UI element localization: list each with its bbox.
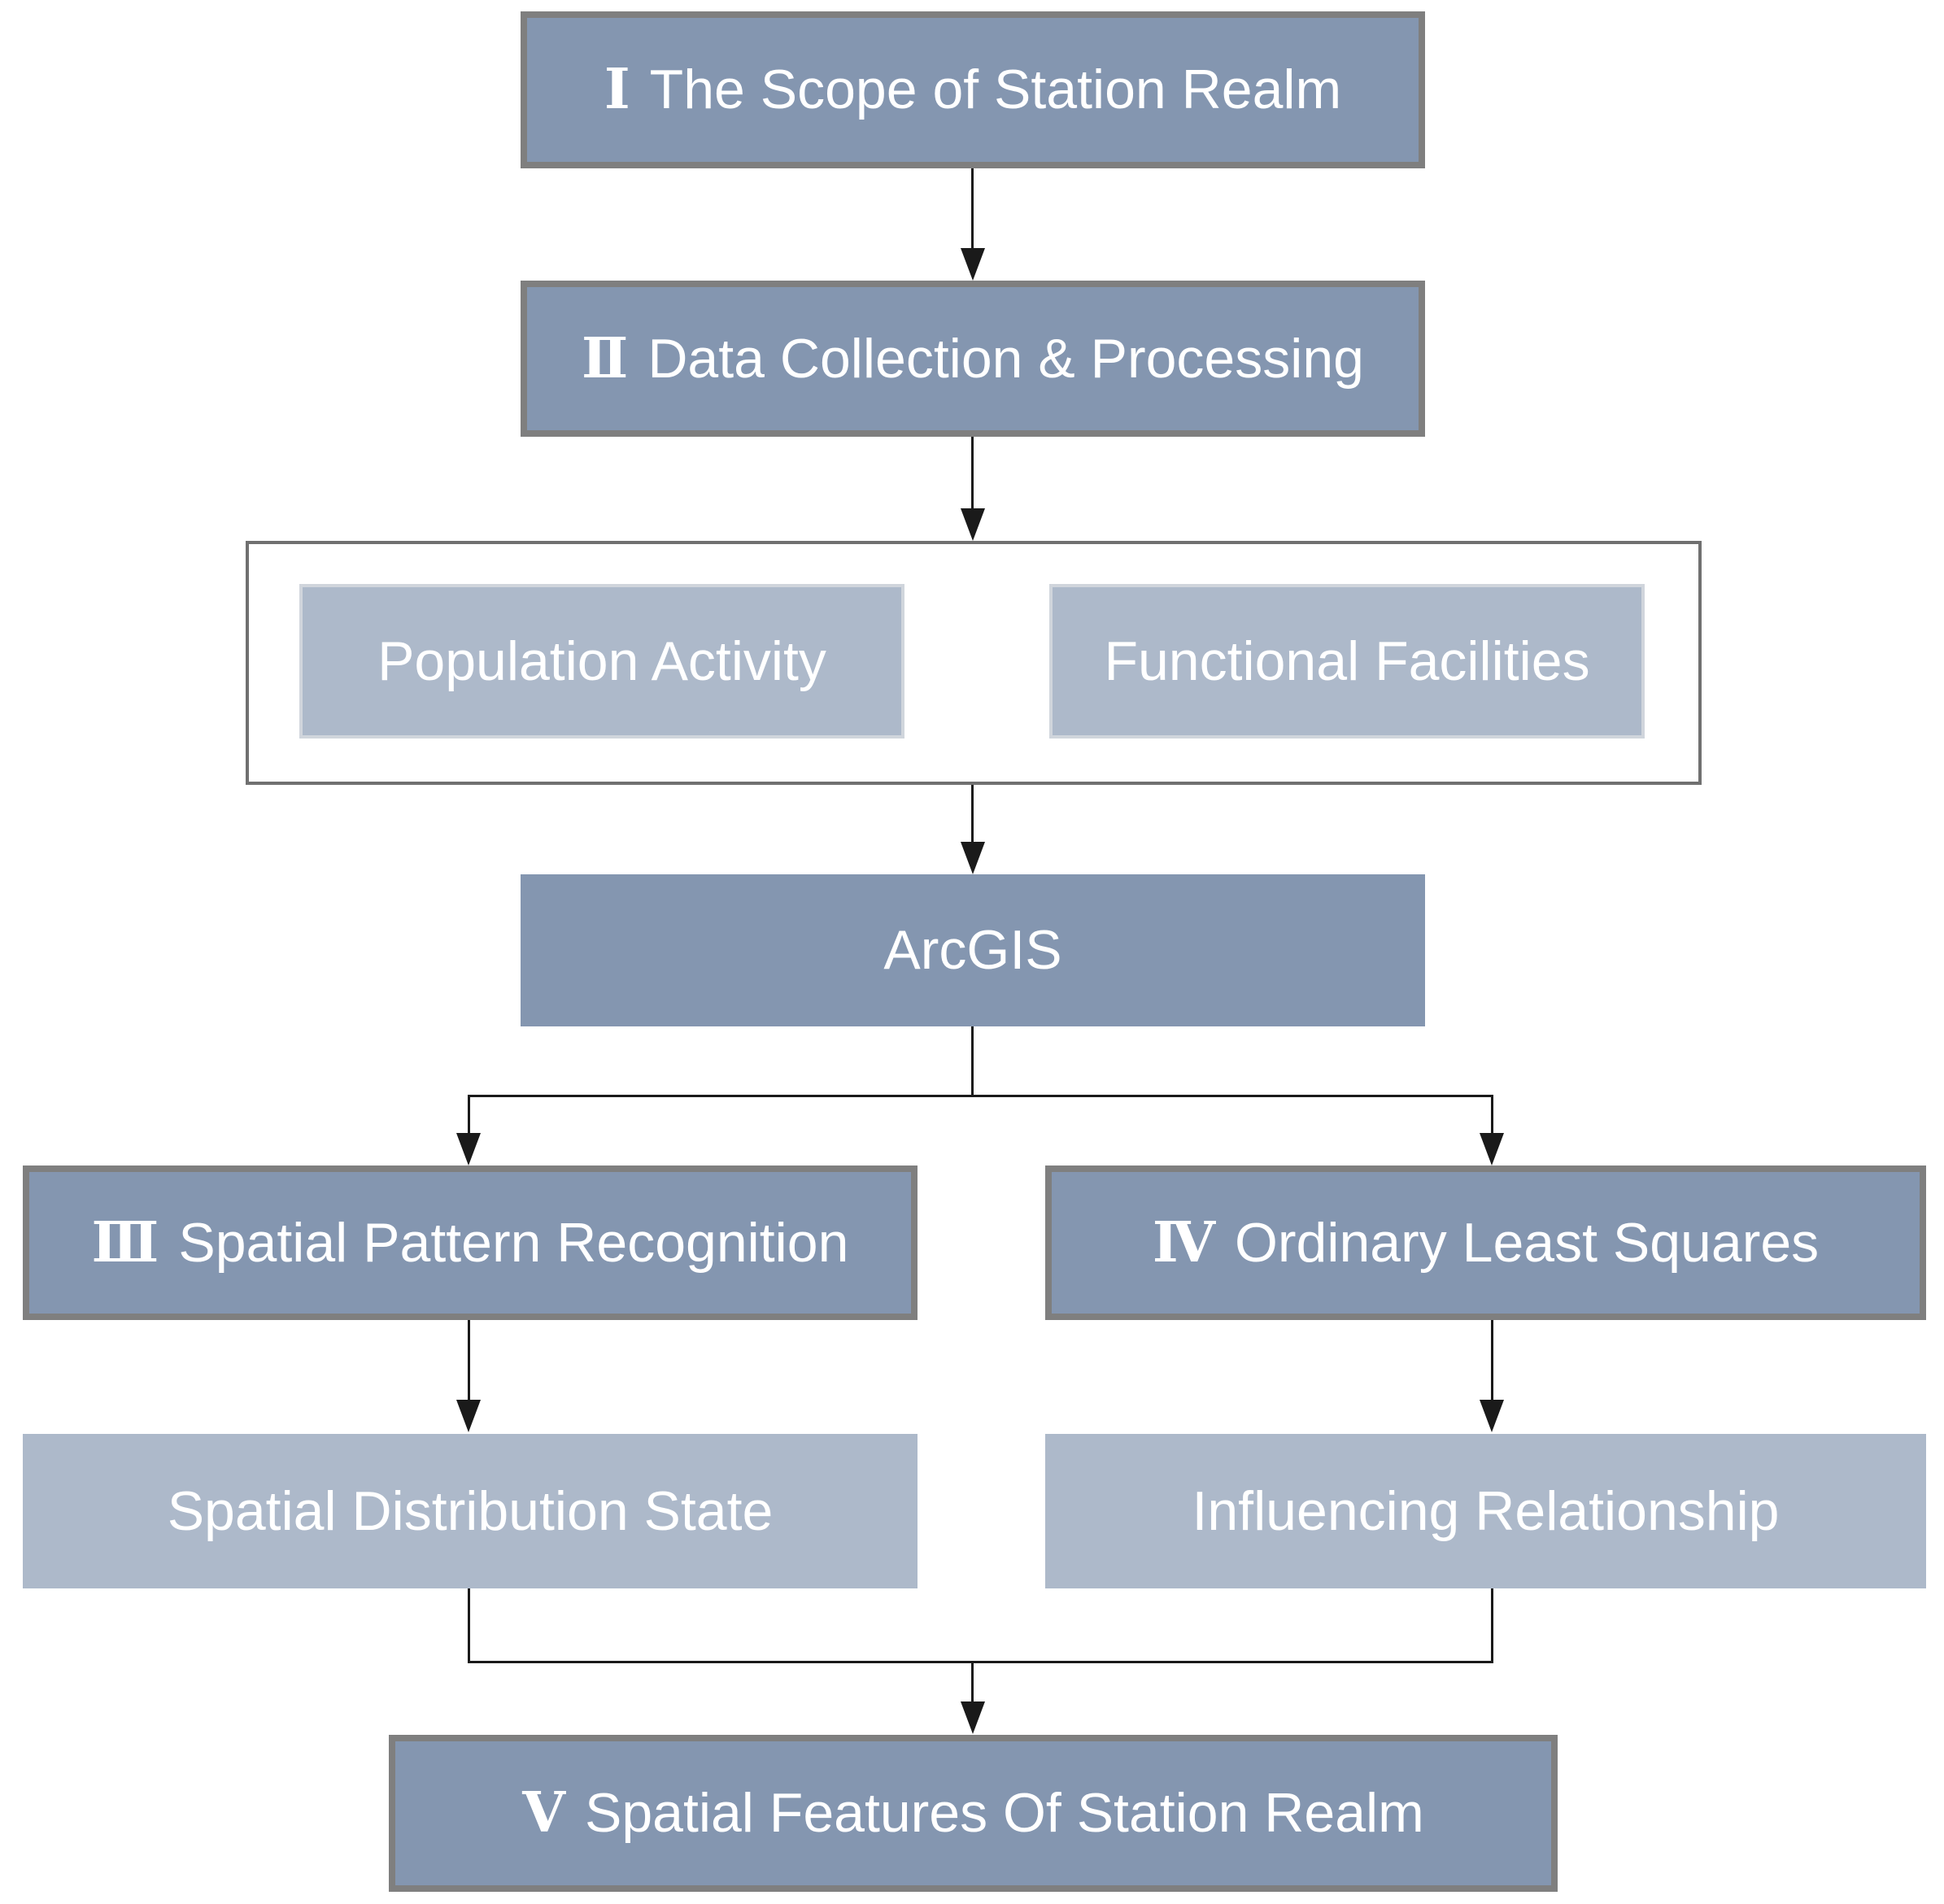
- node-spatial-distribution-state: Spatial Distribution State: [23, 1434, 918, 1588]
- node-functional-facilities: Functional Facilities: [1049, 584, 1645, 739]
- connector-line: [468, 1095, 1493, 1097]
- node-data-collection-processing: Ⅱ Data Collection & Processing: [521, 281, 1425, 437]
- node-label: Influencing Relationship: [1192, 1479, 1780, 1542]
- node-label: The Scope of Station Realm: [649, 59, 1342, 121]
- node-label: Spatial Distribution State: [167, 1479, 774, 1542]
- node-influencing-relationship: Influencing Relationship: [1045, 1434, 1926, 1588]
- node-numeral: Ⅳ: [1152, 1209, 1215, 1275]
- arrow-down-icon: [961, 248, 985, 281]
- connector-line: [1491, 1095, 1493, 1135]
- node-ordinary-least-squares: Ⅳ Ordinary Least Squares: [1045, 1165, 1926, 1320]
- node-label: Functional Facilities: [1104, 630, 1590, 692]
- node-label: ArcGIS: [883, 919, 1062, 982]
- connector-line: [1491, 1320, 1493, 1401]
- node-numeral: Ⅱ: [582, 325, 629, 391]
- node-numeral: Ⅴ: [522, 1780, 565, 1846]
- node-spatial-features-of-station-realm: Ⅴ Spatial Features Of Station Realm: [389, 1735, 1558, 1892]
- node-label: Data Collection & Processing: [647, 327, 1364, 390]
- arrow-down-icon: [456, 1400, 481, 1432]
- arrow-down-icon: [961, 1701, 985, 1734]
- arrow-down-icon: [456, 1133, 481, 1165]
- node-population-activity: Population Activity: [299, 584, 904, 739]
- arrow-down-icon: [961, 508, 985, 541]
- node-label: Ordinary Least Squares: [1235, 1211, 1820, 1274]
- node-arcgis: ArcGIS: [521, 874, 1425, 1026]
- arrow-down-icon: [961, 842, 985, 874]
- connector-line: [1491, 1588, 1493, 1663]
- node-numeral: Ⅰ: [604, 57, 630, 123]
- connector-line: [971, 785, 974, 843]
- node-label: Spatial Features Of Station Realm: [584, 1782, 1424, 1845]
- connector-line: [468, 1661, 1493, 1663]
- node-scope-of-station-realm: Ⅰ The Scope of Station Realm: [521, 11, 1425, 168]
- node-spatial-pattern-recognition: Ⅲ Spatial Pattern Recognition: [23, 1165, 918, 1320]
- connector-line: [468, 1588, 470, 1663]
- node-label: Spatial Pattern Recognition: [178, 1211, 849, 1274]
- node-numeral: Ⅲ: [91, 1209, 159, 1275]
- connector-line: [971, 437, 974, 510]
- node-label: Population Activity: [377, 630, 826, 692]
- connector-line: [468, 1095, 470, 1135]
- connector-line: [971, 1661, 974, 1703]
- connector-line: [468, 1320, 470, 1401]
- connector-line: [971, 168, 974, 250]
- connector-line: [971, 1026, 974, 1096]
- arrow-down-icon: [1480, 1133, 1504, 1165]
- arrow-down-icon: [1480, 1400, 1504, 1432]
